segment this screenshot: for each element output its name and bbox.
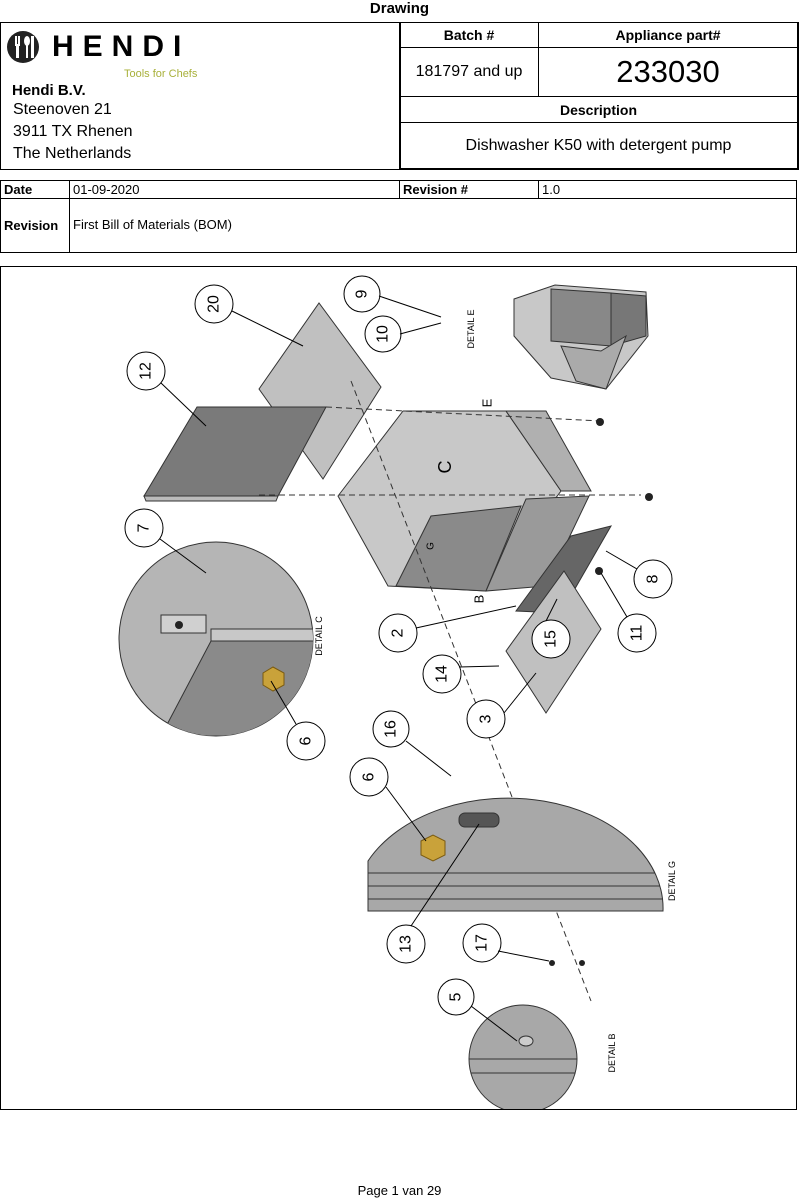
exploded-view-svg: 20 9 10 12 7 6 8 11 2 15 14 3 16 6 13 17…	[118, 275, 677, 1109]
page-number: Page 1 van 29	[357, 1183, 442, 1198]
date-label: Date	[4, 182, 33, 197]
tagline: Tools for Chefs	[124, 68, 198, 80]
callout-9: 9	[354, 289, 371, 298]
date-value: 01-09-2020	[73, 182, 140, 197]
callout-6-detail-c: 6	[298, 736, 315, 745]
screw-icon	[579, 960, 585, 966]
address-line-1: Steenoven 21	[13, 101, 112, 118]
detail-e-label: DETAIL E	[466, 309, 476, 348]
logo-wordmark: HENDI	[52, 30, 191, 63]
revision-row-divider	[0, 198, 797, 199]
callout-2: 2	[390, 628, 407, 637]
part-12-panel	[143, 406, 327, 497]
batch-label: Batch #	[399, 22, 539, 48]
detail-b-label: DETAIL B	[607, 1033, 617, 1072]
description-value: Dishwasher K50 with detergent pump	[399, 122, 798, 169]
address-line-2: 3911 TX Rhenen	[13, 123, 133, 140]
revision-block	[0, 180, 797, 253]
detail-b-view	[468, 1004, 578, 1109]
company-name: Hendi B.V.	[12, 82, 86, 99]
callout-11: 11	[629, 625, 646, 642]
cutlery-icon	[7, 31, 39, 63]
screw-icon	[549, 960, 555, 966]
callout-17: 17	[474, 934, 491, 952]
callout-16: 16	[383, 720, 400, 738]
screw-icon	[645, 493, 653, 501]
assembled-unit-thumbnail	[513, 284, 649, 390]
callout-14: 14	[434, 665, 451, 683]
view-letter-g: G	[426, 542, 437, 550]
part-label: Appliance part#	[538, 22, 798, 48]
revision-number-value: 1.0	[542, 182, 561, 197]
detail-c-view	[118, 541, 314, 737]
callout-10: 10	[375, 325, 392, 343]
revision-number-label: Revision #	[403, 182, 469, 197]
callout-5: 5	[448, 992, 465, 1001]
callout-13: 13	[398, 935, 415, 953]
hendi-logo: HENDI	[6, 30, 190, 64]
revision-label: Revision	[4, 218, 59, 233]
callout-12: 12	[138, 362, 155, 380]
view-letter-b: B	[472, 595, 487, 604]
batch-value: 181797 and up	[399, 47, 539, 97]
view-letter-e: E	[480, 398, 495, 407]
callout-15: 15	[543, 630, 560, 648]
view-letter-c: C	[435, 461, 455, 474]
exploded-drawing: 20 9 10 12 7 6 8 11 2 15 14 3 16 6 13 17…	[0, 266, 797, 1110]
revision-col-divider-3	[538, 180, 539, 199]
callout-8: 8	[645, 574, 662, 583]
page-title: Drawing	[369, 0, 430, 17]
detail-g-view	[367, 797, 664, 912]
callout-7: 7	[136, 523, 153, 532]
screw-icon	[596, 418, 604, 426]
revision-col-divider	[69, 180, 70, 253]
callout-20: 20	[206, 295, 223, 313]
description-label: Description	[399, 96, 798, 123]
revision-col-divider-2	[399, 180, 400, 199]
main-housing	[337, 410, 592, 592]
address-line-3: The Netherlands	[13, 145, 132, 162]
callout-6-detail-g: 6	[361, 772, 378, 781]
detail-c-label: DETAIL C	[314, 616, 324, 656]
revision-text: First Bill of Materials (BOM)	[73, 217, 232, 232]
detail-g-label: DETAIL G	[667, 861, 677, 901]
part-value: 233030	[538, 47, 798, 97]
callout-3: 3	[478, 714, 495, 723]
